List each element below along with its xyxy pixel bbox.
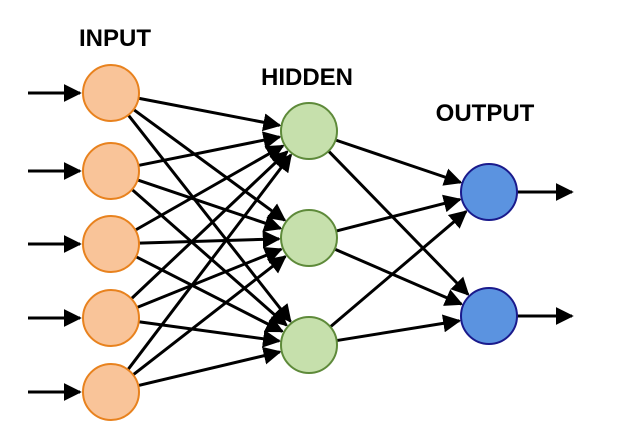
- hidden-node-3: [280, 316, 338, 374]
- edge-input-4-to-hidden-2: [136, 246, 283, 309]
- input-node-5: [82, 363, 140, 421]
- output-node-1: [460, 163, 518, 221]
- output-node-2: [460, 287, 518, 345]
- edge-hidden-1-to-output-1: [335, 138, 463, 186]
- connections: [126, 96, 470, 387]
- edge-input-2-to-hidden-1: [138, 131, 282, 167]
- edge-input-1-to-hidden-3: [127, 114, 292, 323]
- input-node-1: [82, 64, 140, 122]
- input-node-4: [82, 289, 140, 347]
- edge-input-5-to-hidden-2: [132, 255, 287, 376]
- edge-hidden-2-to-output-2: [334, 247, 464, 306]
- edge-input-1-to-hidden-1: [138, 96, 282, 132]
- input-layer-label: INPUT: [79, 25, 151, 52]
- edge-input-4-to-hidden-3: [138, 320, 282, 348]
- hidden-node-1: [280, 102, 338, 160]
- edge-input-4-to-hidden-1: [130, 150, 289, 300]
- edge-input-3-to-hidden-2: [138, 230, 281, 249]
- edge-hidden-3-to-output-2: [336, 314, 462, 343]
- edge-input-1-to-hidden-2: [132, 108, 287, 222]
- edge-hidden-1-to-output-2: [327, 150, 470, 296]
- hidden-node-2: [280, 209, 338, 267]
- edge-input-2-to-hidden-3: [131, 188, 288, 327]
- edge-input-2-to-hidden-2: [137, 178, 283, 232]
- edge-hidden-2-to-output-1: [335, 194, 462, 233]
- input-node-3: [82, 215, 140, 273]
- edge-input-5-to-hidden-1: [126, 153, 293, 371]
- hidden-layer-label: HIDDEN: [261, 64, 353, 91]
- nodes: [82, 64, 518, 421]
- input-node-2: [82, 142, 140, 200]
- edge-input-3-to-hidden-3: [135, 255, 284, 333]
- edge-input-5-to-hidden-3: [137, 346, 282, 387]
- output-layer-label: OUTPUT: [436, 100, 535, 127]
- edge-input-3-to-hidden-1: [134, 144, 285, 232]
- io-arrows: [28, 84, 574, 401]
- edge-hidden-3-to-output-1: [329, 210, 468, 329]
